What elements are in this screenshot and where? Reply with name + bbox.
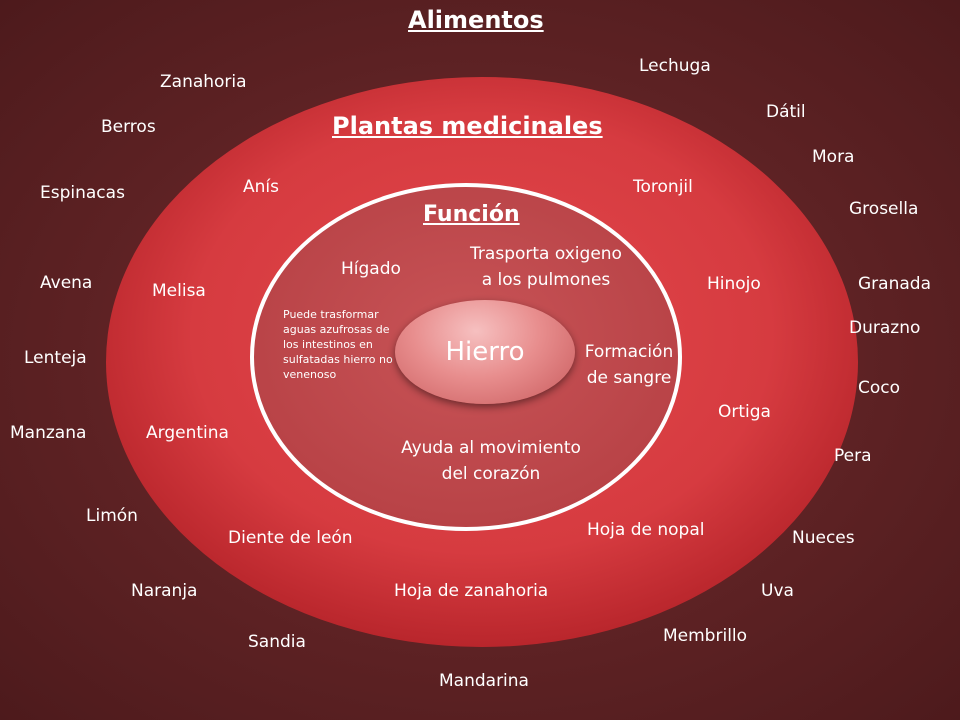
planta-label: Hoja de zanahoria bbox=[394, 581, 549, 601]
planta-label: Ortiga bbox=[718, 402, 771, 422]
alimento-label: Mandarina bbox=[439, 671, 529, 691]
alimento-label: Manzana bbox=[10, 423, 87, 443]
planta-label: Hinojo bbox=[707, 274, 761, 294]
alimento-label: Dátil bbox=[766, 102, 806, 122]
planta-label: Hoja de nopal bbox=[587, 520, 705, 540]
funcion-sangre-line: Formación bbox=[584, 342, 674, 362]
title-alimentos: Alimentos bbox=[408, 6, 544, 34]
alimento-label: Naranja bbox=[131, 581, 198, 601]
title-plantas-medicinales: Plantas medicinales bbox=[332, 112, 603, 140]
alimento-label: Berros bbox=[101, 117, 156, 137]
funcion-corazon: Ayuda al movimiento del corazón bbox=[381, 435, 601, 487]
alimento-label: Lenteja bbox=[24, 348, 87, 368]
alimento-label: Durazno bbox=[849, 318, 921, 338]
funcion-oxigeno-line: Trasporta oxigeno bbox=[470, 244, 622, 264]
funcion-higado: Hígado bbox=[341, 259, 401, 279]
alimento-label: Limón bbox=[86, 506, 138, 526]
funcion-sangre: Formación de sangre bbox=[569, 339, 689, 391]
alimento-label: Nueces bbox=[792, 528, 855, 548]
title-funcion: Función bbox=[423, 202, 520, 227]
alimento-label: Avena bbox=[40, 273, 93, 293]
alimento-label: Uva bbox=[761, 581, 794, 601]
alimento-label: Lechuga bbox=[639, 56, 711, 76]
alimento-label: Granada bbox=[858, 274, 931, 294]
alimento-label: Espinacas bbox=[40, 183, 125, 203]
hub-label: Hierro bbox=[445, 337, 525, 367]
planta-label: Melisa bbox=[152, 281, 206, 301]
alimento-label: Zanahoria bbox=[160, 72, 247, 92]
hub-hierro: Hierro bbox=[395, 300, 575, 404]
funcion-sangre-line: de sangre bbox=[586, 368, 672, 388]
alimento-label: Sandia bbox=[248, 632, 306, 652]
funcion-oxigeno: Trasporta oxigeno a los pulmones bbox=[446, 241, 646, 293]
alimento-label: Pera bbox=[834, 446, 872, 466]
planta-label: Argentina bbox=[146, 423, 229, 443]
funcion-nota: Puede trasformar aguas azufrosas de los … bbox=[283, 308, 393, 381]
alimento-label: Grosella bbox=[849, 199, 919, 219]
funcion-oxigeno-line: a los pulmones bbox=[481, 270, 611, 290]
funcion-corazon-line: del corazón bbox=[441, 464, 541, 484]
funcion-corazon-line: Ayuda al movimiento bbox=[401, 438, 581, 458]
planta-label: Anís bbox=[243, 177, 279, 197]
planta-label: Toronjil bbox=[633, 177, 693, 197]
alimento-label: Mora bbox=[812, 147, 855, 167]
planta-label: Diente de león bbox=[228, 528, 353, 548]
alimento-label: Membrillo bbox=[663, 626, 748, 646]
alimento-label: Coco bbox=[858, 378, 901, 398]
